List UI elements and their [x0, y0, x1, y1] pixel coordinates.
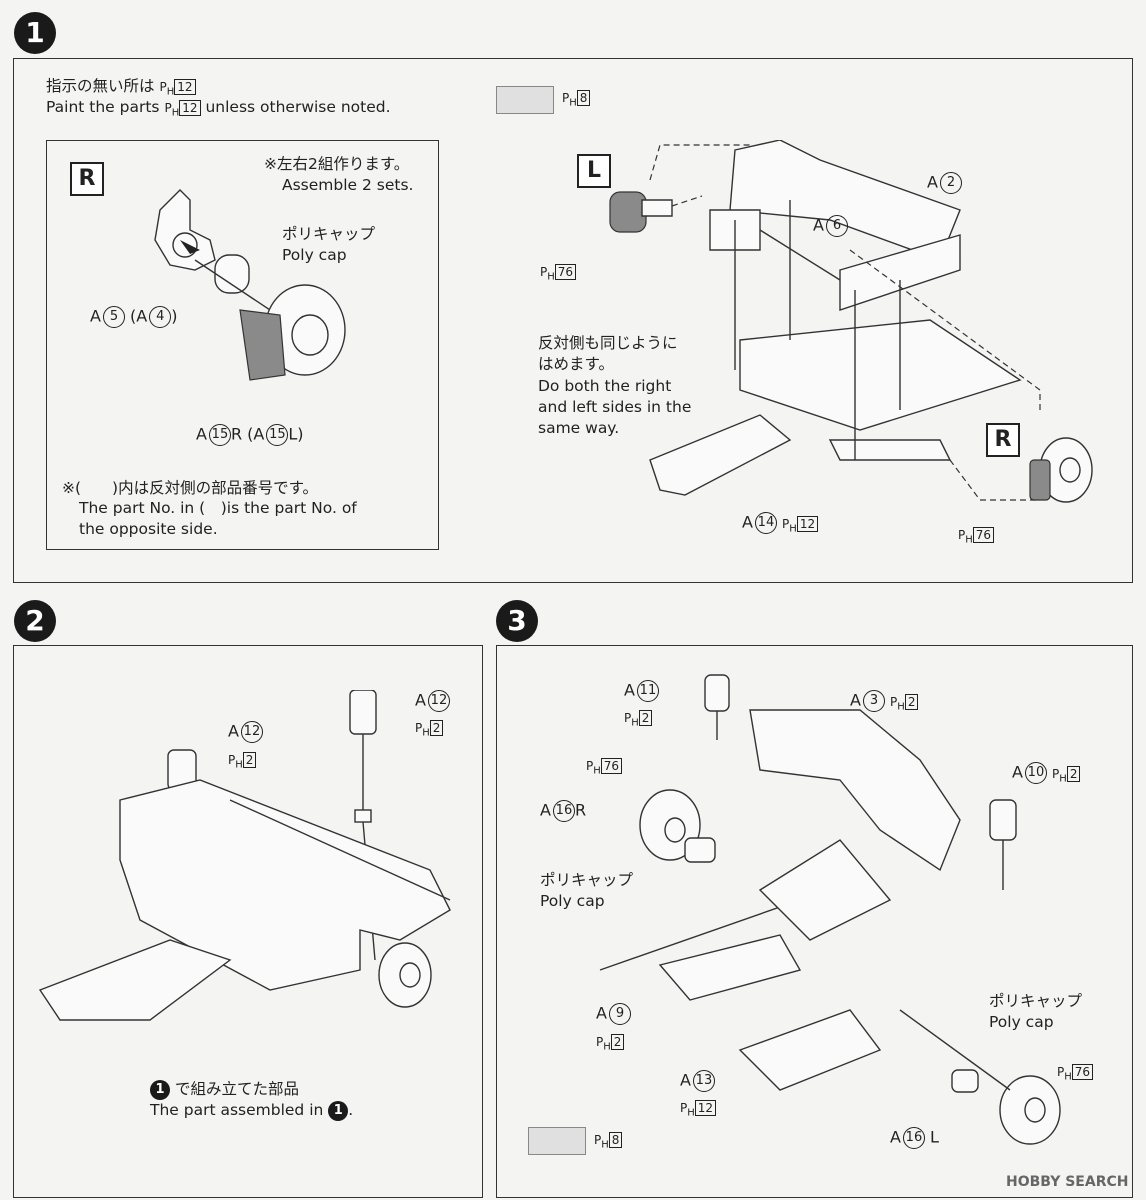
polycap-label-en: Poly cap [282, 246, 347, 264]
polycap-4-en: Poly cap [989, 1013, 1054, 1031]
side-l-label: L [577, 154, 611, 188]
step-3-badge: 3 [496, 600, 538, 642]
polycap-label-jp: ポリキャップ [282, 225, 376, 243]
step-1-panel [13, 58, 1133, 583]
same-way-jp-2: はめます。 [538, 355, 614, 373]
same-way-en-2: and left sides in the [538, 398, 692, 416]
chassis-with-shocks-drawing [38, 690, 451, 1021]
assembled-part-en: The part assembled in 1. [150, 1100, 354, 1121]
opposite-note-en-2: the opposite side. [79, 520, 218, 538]
brake-r-drawing [1029, 437, 1093, 503]
same-way-jp-1: 反対側も同じように [538, 334, 678, 352]
brake-l-drawing [609, 191, 703, 233]
polycap-3-en: Poly cap [540, 892, 605, 910]
assemble-note-en: Assemble 2 sets. [282, 176, 414, 194]
inset-knuckle-drawing [154, 189, 346, 381]
same-way-en-3: same way. [538, 419, 620, 437]
assemble-note-jp: ※左右2組作ります。 [264, 155, 410, 173]
assembled-part-jp: 1 で組み立てた部品 [150, 1079, 299, 1100]
side-r-label-main: R [986, 423, 1020, 457]
step-1-badge: 1 [14, 12, 56, 54]
same-way-en-1: Do both the right [538, 377, 672, 395]
polycap-3-jp: ポリキャップ [540, 871, 634, 889]
opposite-note-jp: ※( )内は反対側の部品番号です。 [62, 479, 319, 497]
step-2-badge: 2 [14, 600, 56, 642]
paint-swatch-ph8 [496, 86, 554, 114]
rear-suspension-drawing [599, 674, 1061, 1145]
paint-swatch-step3 [528, 1127, 586, 1155]
side-r-label-inset: R [70, 162, 104, 196]
polycap-4-jp: ポリキャップ [989, 992, 1083, 1010]
chassis-assembly-drawing [649, 140, 1041, 501]
right-side-inset [46, 140, 439, 550]
watermark: HOBBY SEARCH [1006, 1174, 1129, 1190]
opposite-note-en-1: The part No. in ( )is the part No. of [79, 499, 357, 517]
